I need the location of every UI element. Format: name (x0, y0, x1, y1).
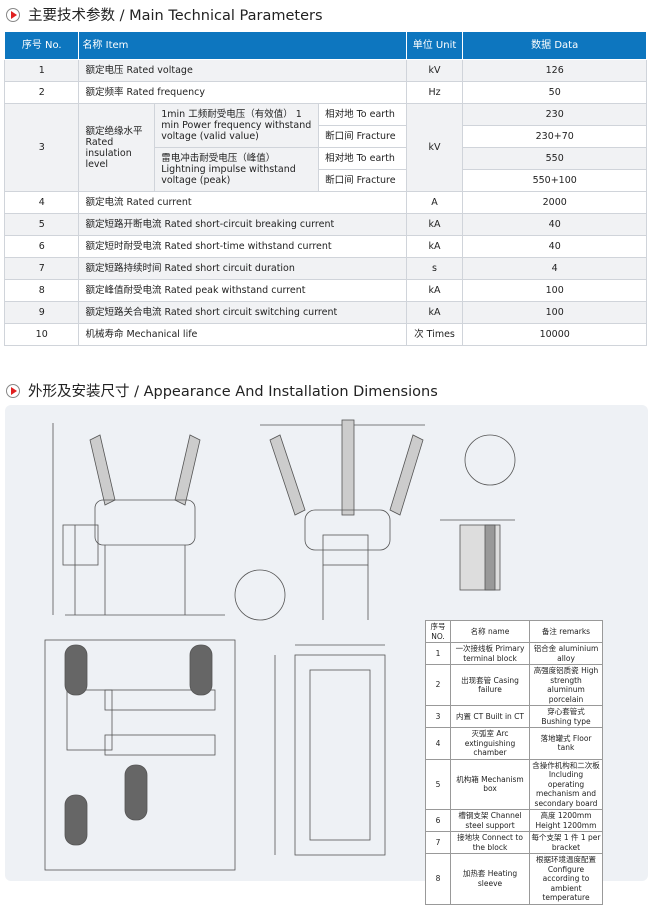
table-header: 序号 No. 名称 Item 单位 Unit 数据 Data (3, 31, 647, 60)
play-bullet-icon (6, 383, 20, 398)
foundation-section-drawing (440, 519, 515, 591)
plan-view-drawing (44, 639, 236, 871)
technical-drawing (44, 419, 516, 871)
front-view-drawing (52, 423, 225, 616)
base-plan-drawing (274, 644, 386, 856)
play-bullet-icon (6, 7, 20, 22)
table-row-insulation: 3 额定绝缘水平 Rated insulation level 1min 工频耐… (3, 103, 647, 192)
section-title-parameters: 主要技术参数 / Main Technical Parameters (6, 4, 323, 25)
side-view-drawing (234, 419, 516, 621)
section-title-dimensions: 外形及安装尺寸 / Appearance And Installation Di… (6, 380, 438, 401)
